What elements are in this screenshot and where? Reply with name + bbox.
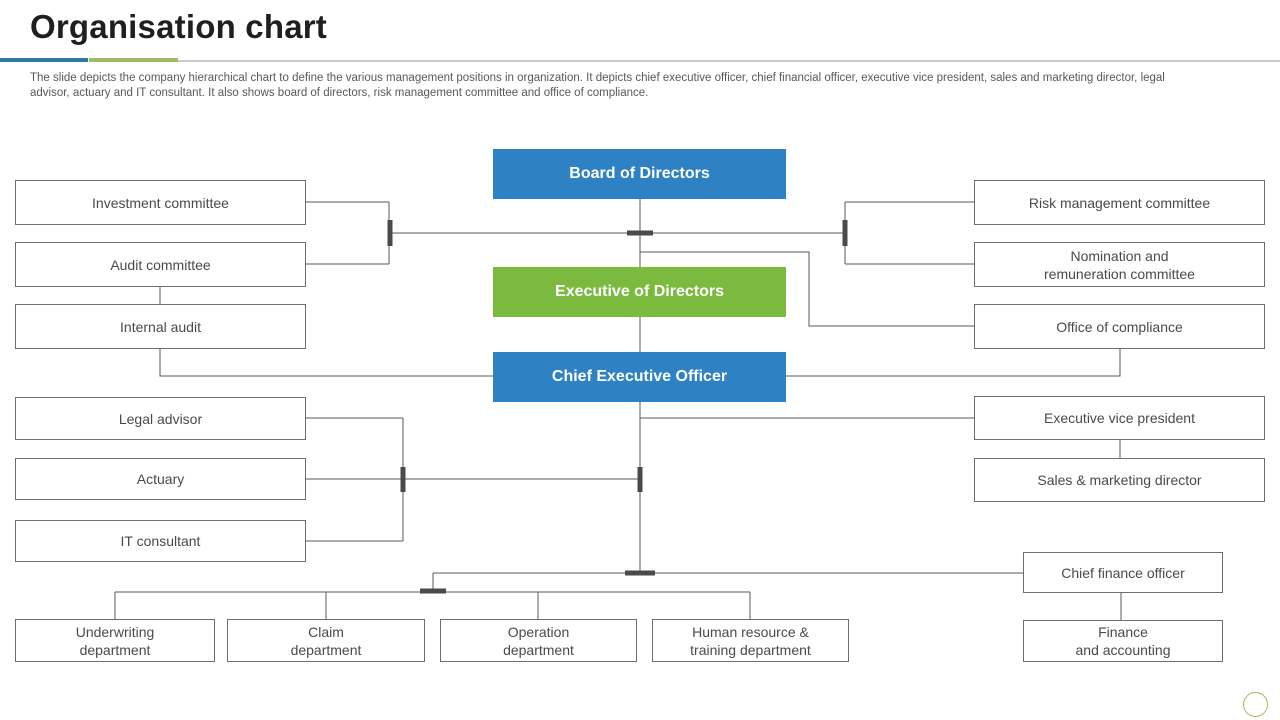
org-box-internal-audit: Internal audit	[15, 304, 306, 349]
org-box-finance-and-accounting: Finance and accounting	[1023, 620, 1223, 662]
org-box-chief-executive-officer: Chief Executive Officer	[493, 352, 786, 402]
org-box-actuary: Actuary	[15, 458, 306, 500]
org-box-office-of-compliance: Office of compliance	[974, 304, 1265, 349]
connector-lines	[114, 199, 1122, 620]
org-box-legal-advisor: Legal advisor	[15, 397, 306, 440]
connector-bottom-tier	[114, 572, 1122, 620]
connector-office-of-compliance	[640, 251, 974, 327]
title-accent-blue-bar	[0, 58, 88, 62]
org-box-executive-vice-president: Executive vice president	[974, 396, 1265, 440]
connector-office-to-ceo	[785, 349, 1121, 377]
connector-right-committees	[844, 201, 974, 265]
title-divider-line	[178, 60, 1280, 62]
decorative-circle	[1243, 692, 1268, 717]
org-box-underwriting-department: Underwriting department	[15, 619, 215, 662]
connector-advisor-cluster	[306, 417, 640, 542]
org-box-claim-department: Claim department	[227, 619, 425, 662]
connector-left-committees	[306, 201, 390, 265]
org-box-investment-committee: Investment committee	[15, 180, 306, 225]
slide-description: The slide depicts the company hierarchic…	[30, 72, 1165, 99]
connector-internal-to-ceo	[159, 349, 494, 377]
org-box-operation-department: Operation department	[440, 619, 637, 662]
org-box-human-resource-training-department: Human resource & training department	[652, 619, 849, 662]
org-box-executive-of-directors: Executive of Directors	[493, 267, 786, 317]
org-box-nomination-remuneration: Nomination and remuneration committee	[974, 242, 1265, 287]
title-accent-green-bar	[89, 58, 178, 62]
org-box-board-of-directors: Board of Directors	[493, 149, 786, 199]
connector-junction-nodes	[387, 220, 848, 594]
org-box-it-consultant: IT consultant	[15, 520, 306, 562]
org-box-audit-committee: Audit committee	[15, 242, 306, 287]
org-box-sales-marketing-director: Sales & marketing director	[974, 458, 1265, 502]
page-title: Organisation chart	[30, 8, 327, 45]
org-box-chief-finance-officer: Chief finance officer	[1023, 552, 1223, 593]
org-box-risk-management-committee: Risk management committee	[974, 180, 1265, 225]
